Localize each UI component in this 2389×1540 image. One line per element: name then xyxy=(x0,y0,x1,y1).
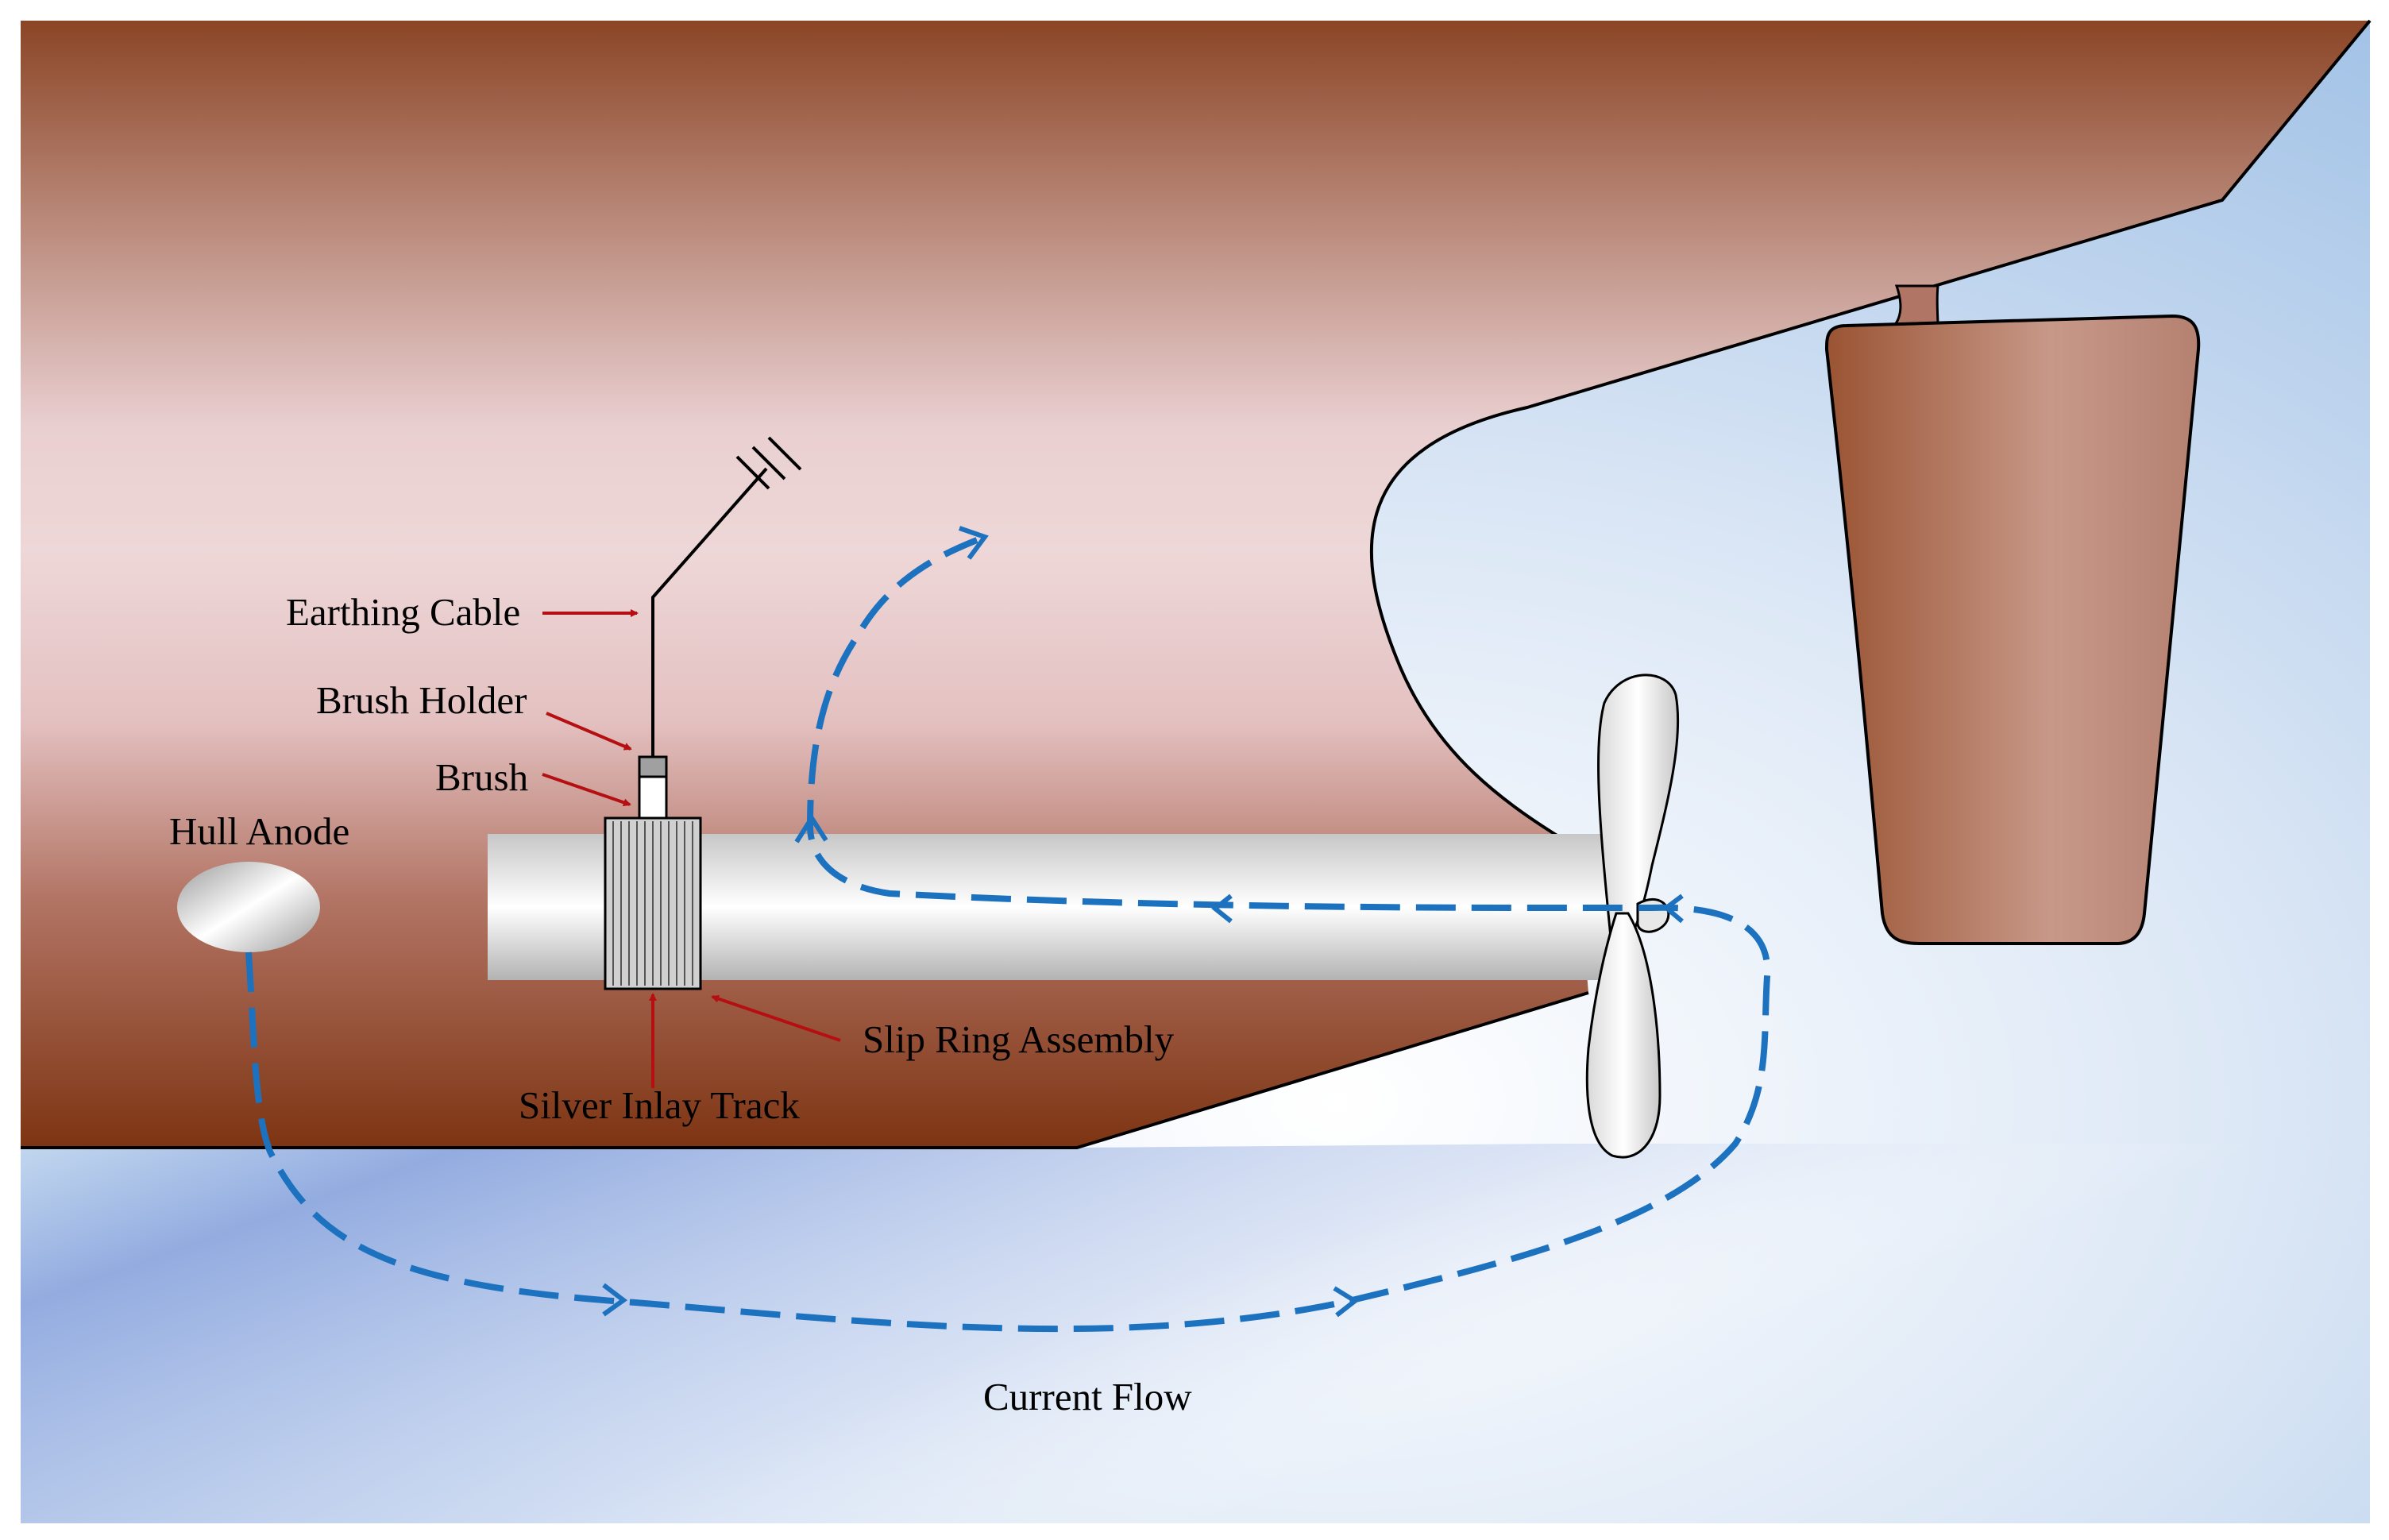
label-current-flow: Current Flow xyxy=(983,1375,1192,1418)
label-hull-anode: Hull Anode xyxy=(169,809,349,853)
rudder xyxy=(1824,314,2201,945)
sea-bottom-shading xyxy=(21,1144,2370,1523)
slip-ring-pointer xyxy=(711,994,841,1042)
propeller-blade-upper xyxy=(1597,674,1680,943)
current-flow-arrowheads xyxy=(602,526,1684,1318)
label-earthing-cable: Earthing Cable xyxy=(286,590,520,634)
label-brush-holder: Brush Holder xyxy=(316,678,527,722)
pointer-arrows xyxy=(542,609,841,1088)
brush xyxy=(638,775,668,820)
current-flow-path xyxy=(245,537,1771,1333)
rudder-stock xyxy=(1891,284,1939,327)
hull-anode xyxy=(177,862,320,952)
slip-ring-grooves xyxy=(612,821,693,986)
label-brush: Brush xyxy=(435,755,528,799)
earth-symbol xyxy=(735,436,802,490)
brush-holder-pointer xyxy=(546,712,632,751)
label-slip-ring-assembly: Slip Ring Assembly xyxy=(863,1017,1175,1061)
hull-keel-outline xyxy=(21,991,1589,1149)
brush-pointer xyxy=(542,773,631,807)
brush-holder xyxy=(638,755,668,778)
hull-stern-outline xyxy=(1369,19,2372,849)
label-silver-inlay-track: Silver Inlay Track xyxy=(519,1083,800,1127)
propeller-blade-lower xyxy=(1585,912,1661,1159)
earthing-cable xyxy=(651,467,768,757)
slip-ring-assembly xyxy=(604,816,702,990)
